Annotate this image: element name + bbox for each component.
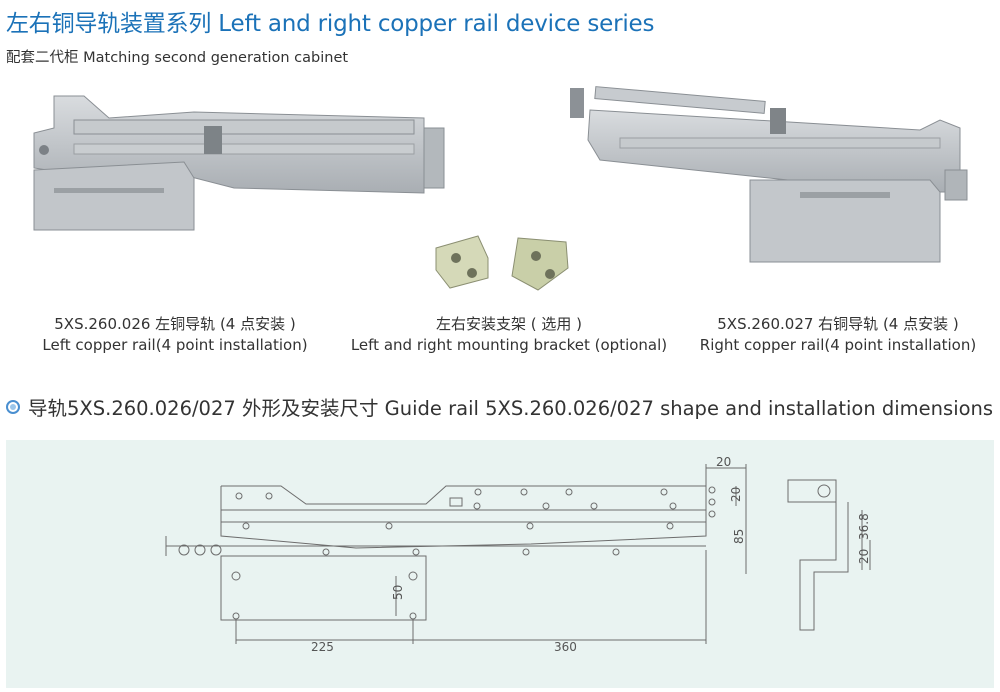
dim-20-top: 20 bbox=[716, 455, 731, 469]
dim-225: 225 bbox=[311, 640, 334, 654]
page-title: 左右铜导轨装置系列 Left and right copper rail dev… bbox=[6, 11, 655, 37]
mounting-bracket-image bbox=[435, 235, 569, 291]
bracket-name-en: Left and right mounting bracket (optiona… bbox=[350, 336, 668, 354]
section-heading: 导轨5XS.260.026/027 外形及安装尺寸 Guide rail 5XS… bbox=[6, 392, 993, 421]
bracket-caption: 左右安装支架 ( 选用 ) Left and right mounting br… bbox=[348, 314, 670, 356]
rail-outline bbox=[220, 485, 707, 549]
right-rail-caption: 5XS.260.027 右铜导轨 (4 点安装 ) Right copper r… bbox=[694, 314, 982, 356]
bracket-name-cn: 左右安装支架 ( 选用 ) bbox=[435, 315, 582, 333]
page-subtitle: 配套二代柜 Matching second generation cabinet bbox=[6, 50, 349, 66]
section-heading-text: 导轨5XS.260.026/027 外形及安装尺寸 Guide rail 5XS… bbox=[28, 397, 994, 420]
dim-36-8: 36.8 bbox=[857, 513, 871, 540]
right-rail-name: Right copper rail(4 point installation) bbox=[699, 336, 977, 354]
dimension-drawing: 20 20 85 50 225 360 36.8 20 bbox=[165, 455, 871, 654]
dimension-drawing-panel: 20 20 85 50 225 360 36.8 20 bbox=[6, 440, 994, 688]
side-view-profile bbox=[799, 502, 849, 631]
right-copper-rail-image bbox=[570, 86, 968, 263]
dim-20-side: 20 bbox=[857, 549, 871, 564]
left-copper-rail-image bbox=[33, 95, 445, 231]
dim-50: 50 bbox=[391, 585, 405, 600]
dim-85: 85 bbox=[732, 529, 746, 544]
dim-20-right: 20 bbox=[729, 487, 743, 502]
left-rail-model: 5XS.260.026 左铜导轨 (4 点安装 ) bbox=[54, 315, 296, 333]
bracket-outline bbox=[220, 555, 427, 621]
side-view-tab bbox=[787, 479, 837, 503]
left-rail-name: Left copper rail(4 point installation) bbox=[42, 336, 308, 354]
left-rail-caption: 5XS.260.026 左铜导轨 (4 点安装 ) Left copper ra… bbox=[30, 314, 320, 356]
ring-bullet-icon bbox=[6, 399, 20, 414]
right-rail-model: 5XS.260.027 右铜导轨 (4 点安装 ) bbox=[717, 315, 959, 333]
dim-360: 360 bbox=[554, 640, 577, 654]
